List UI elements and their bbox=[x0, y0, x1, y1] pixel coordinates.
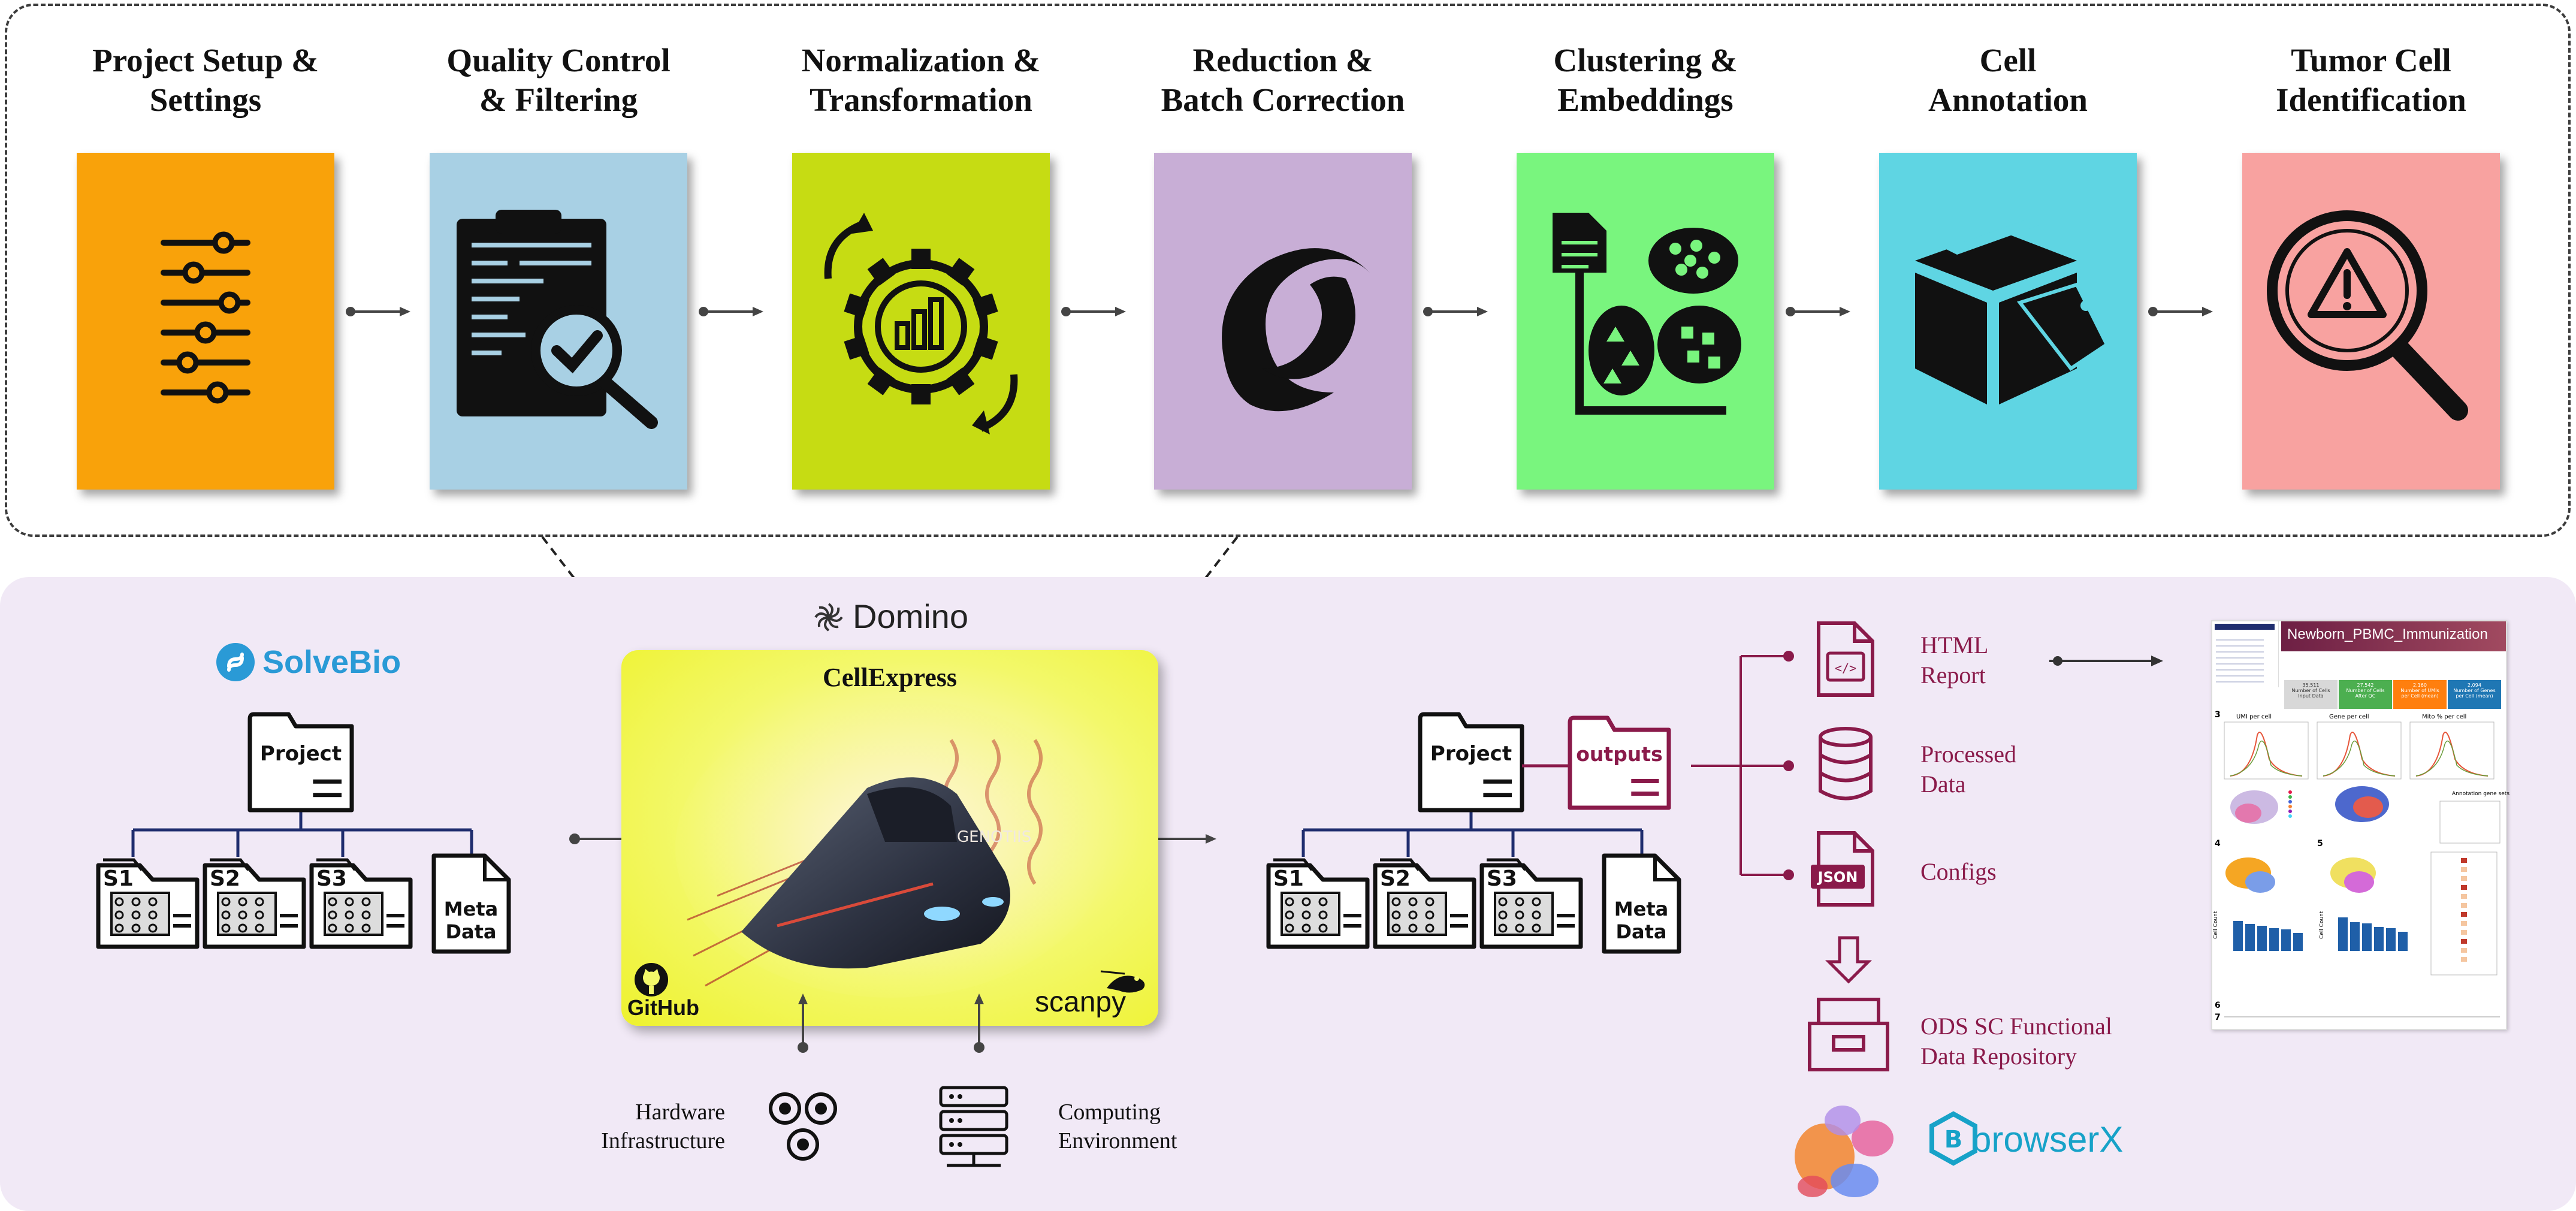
html-report-label: HTML Report bbox=[1920, 632, 1989, 688]
step-title: Quality Control & Filtering bbox=[446, 42, 671, 118]
svg-text:5: 5 bbox=[2317, 839, 2323, 848]
report-stat: 35,511 Number of Cells Input Data bbox=[2284, 680, 2338, 709]
clipboard-magnifier-icon bbox=[457, 210, 658, 429]
repository-icon bbox=[1808, 998, 1889, 1071]
step-card bbox=[792, 153, 1050, 490]
clusters-icon bbox=[1553, 213, 1741, 415]
svg-text:7: 7 bbox=[2215, 1013, 2221, 1022]
input-tree-graphic: Project S1 S2 S3 Meta Data bbox=[96, 712, 511, 954]
warning-magnifier-icon bbox=[2267, 210, 2468, 421]
cellexpress-title: CellExpress bbox=[822, 663, 958, 692]
svg-text:Data: Data bbox=[445, 920, 496, 943]
step-card bbox=[77, 153, 334, 490]
train-image-text: GENOTIIS bbox=[957, 828, 1031, 846]
configs-label: Configs bbox=[1920, 858, 1997, 885]
step-card bbox=[1154, 153, 1412, 490]
scanpy-icon bbox=[1100, 970, 1145, 993]
repository-label: ODS SC Functional Data Repository bbox=[1920, 1013, 2113, 1070]
svg-text:S1: S1 bbox=[103, 866, 134, 891]
solvebio-label: SolveBio bbox=[262, 644, 401, 680]
svg-text:Gene per cell: Gene per cell bbox=[2329, 714, 2369, 720]
gear-chart-icon bbox=[824, 213, 1018, 434]
scanpy-label: scanpy bbox=[1035, 986, 1127, 1018]
report-thumbnail: Newborn_PBMC_Immunization 35,511 Number … bbox=[2211, 620, 2509, 1030]
html-file-icon: </> bbox=[1817, 621, 1874, 697]
browserx-icon: B bbox=[1929, 1111, 1977, 1166]
database-icon bbox=[1819, 727, 1873, 801]
step-title: Clustering & Embeddings bbox=[1553, 42, 1738, 118]
train-illustration: GENOTIIS bbox=[675, 698, 1107, 998]
domino-icon bbox=[814, 603, 843, 632]
pipeline-arrow bbox=[2148, 307, 2213, 316]
svg-text:6: 6 bbox=[2215, 1001, 2221, 1010]
svg-text:Project: Project bbox=[1430, 742, 1512, 766]
svg-text:Mito % per cell: Mito % per cell bbox=[2422, 714, 2466, 720]
step-title: Tumor Cell Identification bbox=[2276, 42, 2466, 118]
svg-text:Meta: Meta bbox=[1614, 898, 1668, 920]
step-card bbox=[430, 153, 687, 490]
step-title: Normalization & Transformation bbox=[801, 42, 1041, 118]
svg-text:Cell Count: Cell Count bbox=[2213, 911, 2219, 939]
pipeline-arrow bbox=[699, 307, 763, 316]
swirl-icon bbox=[1222, 248, 1370, 412]
svg-text:UMI per cell: UMI per cell bbox=[2236, 714, 2272, 720]
report-title: Newborn_PBMC_Immunization bbox=[2281, 621, 2506, 651]
svg-text:Meta: Meta bbox=[444, 898, 498, 920]
cellexpress-panel: CellExpress GENOTIIS Gi bbox=[621, 650, 1158, 1026]
report-stat: 2,160 Number of UMIs per Cell (mean) bbox=[2393, 680, 2447, 709]
pipeline-arrow bbox=[346, 307, 410, 316]
github-label: GitHub bbox=[627, 995, 699, 1020]
svg-text:S3: S3 bbox=[1487, 866, 1517, 891]
pipeline-arrow bbox=[1786, 307, 1850, 316]
svg-text:3: 3 bbox=[2215, 710, 2221, 720]
step-card bbox=[1879, 153, 2137, 490]
server-icon bbox=[939, 1086, 1008, 1167]
step-card bbox=[2242, 153, 2500, 490]
report-plot-area: 3 UMI per cell Gene per cell Mito % per cel… bbox=[2213, 710, 2509, 1022]
svg-text:S3: S3 bbox=[316, 866, 347, 891]
svg-text:Data: Data bbox=[1615, 920, 1666, 943]
solvebio-logo: SolveBio bbox=[216, 640, 407, 685]
github-icon bbox=[635, 963, 668, 996]
svg-text:4: 4 bbox=[2215, 839, 2221, 848]
processed-data-label: Processed Data bbox=[1920, 741, 2016, 798]
svg-text:Project: Project bbox=[260, 742, 342, 766]
svg-text:S2: S2 bbox=[1380, 866, 1411, 891]
step-card bbox=[1517, 153, 1774, 490]
step-title: Project Setup & Settings bbox=[92, 42, 319, 118]
step-title: Reduction & Batch Correction bbox=[1161, 42, 1405, 118]
pipeline-arrow bbox=[1061, 307, 1126, 316]
output-tree-graphic: Project outputs S1 S2 S3 Meta Data bbox=[1266, 712, 1681, 954]
svg-text:B: B bbox=[1944, 1126, 1963, 1153]
domino-label: Domino bbox=[853, 597, 968, 635]
svg-text:Annotation gene sets: Annotation gene sets bbox=[2452, 791, 2509, 797]
step-title: Cell Annotation bbox=[1928, 42, 2088, 118]
umap-blob-icon bbox=[1795, 1106, 1894, 1197]
hardware-label: Hardware Infrastructure bbox=[601, 1100, 725, 1153]
svg-text:outputs: outputs bbox=[1576, 742, 1662, 766]
domino-logo: Domino bbox=[812, 593, 1004, 641]
package-tag-icon bbox=[1915, 219, 2109, 404]
svg-text:S1: S1 bbox=[1273, 866, 1304, 891]
pipeline-arrow bbox=[1423, 307, 1488, 316]
svg-text:</>: </> bbox=[1835, 661, 1856, 675]
sliders-icon bbox=[161, 231, 250, 404]
browserx-label: browserX bbox=[1971, 1119, 2124, 1159]
report-stat: 2,094 Number of Genes per Cell (mean) bbox=[2448, 680, 2501, 709]
svg-text:S2: S2 bbox=[210, 866, 240, 891]
svg-text:Cell Count: Cell Count bbox=[2319, 911, 2325, 939]
browserx-logo: B browserX bbox=[1929, 1111, 2145, 1171]
json-badge: JSON bbox=[1817, 869, 1858, 886]
hardware-gears-icon bbox=[769, 1092, 837, 1161]
report-toc bbox=[2212, 621, 2279, 687]
solvebio-icon bbox=[216, 643, 255, 681]
computing-label: Computing Environment bbox=[1058, 1100, 1177, 1153]
computing-arrow bbox=[974, 993, 985, 1053]
hardware-arrow bbox=[798, 993, 808, 1053]
report-stat: 27,542 Number of Cells After QC bbox=[2339, 680, 2392, 709]
json-file-icon: JSON bbox=[1811, 831, 1874, 907]
